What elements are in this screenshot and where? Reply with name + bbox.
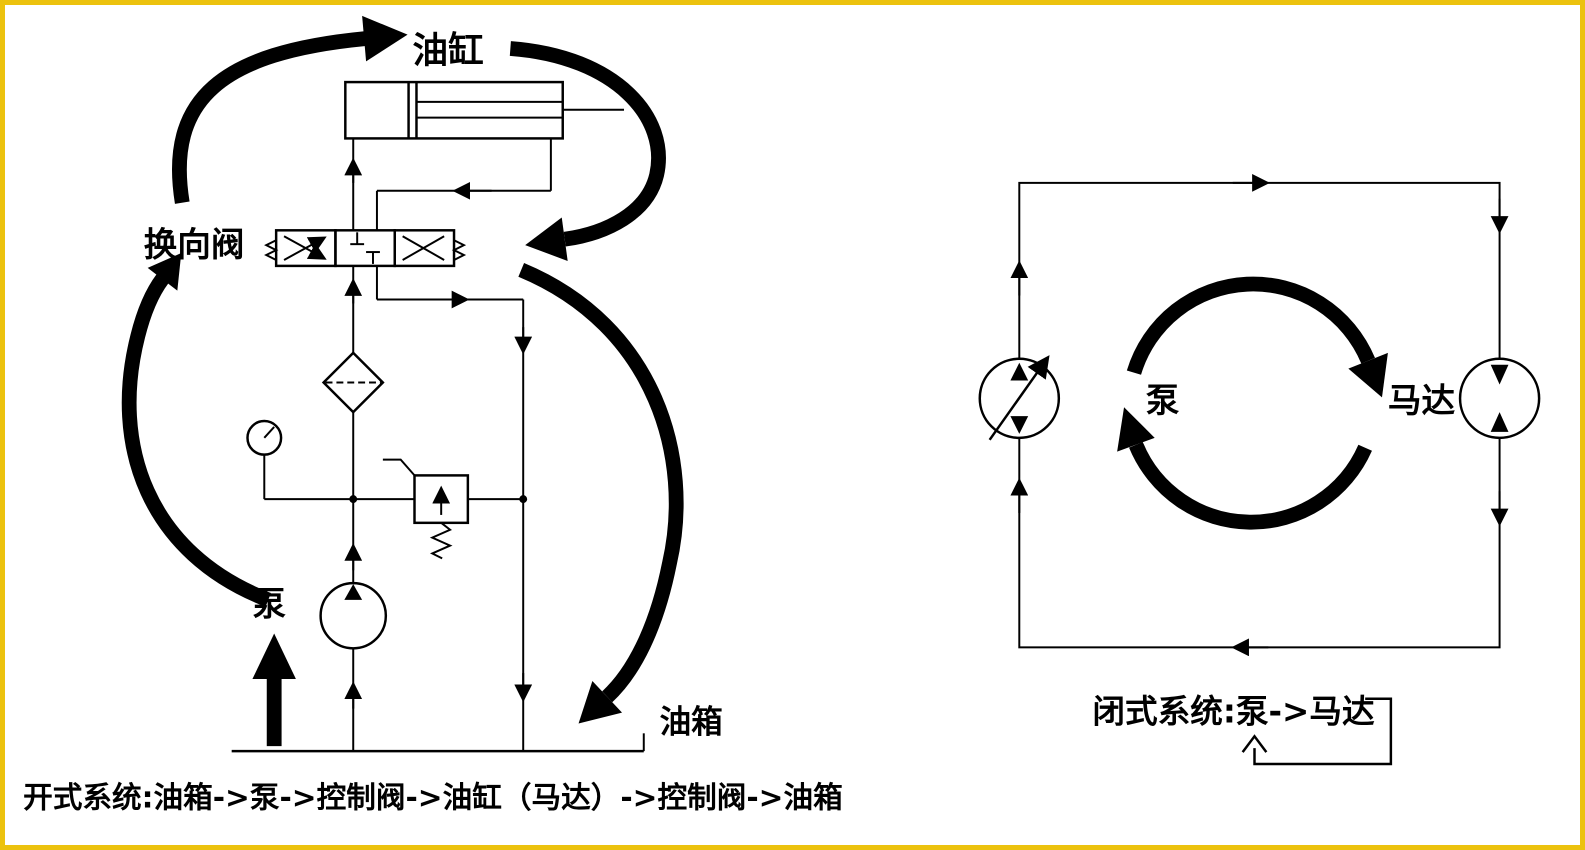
pipe-valve-to-filter xyxy=(344,265,533,752)
loop-arrow-up-icon xyxy=(1241,734,1268,753)
spring-icon xyxy=(429,522,453,560)
caption-loop-line xyxy=(1241,697,1393,766)
closed-pump-label: 泵 xyxy=(1146,381,1180,420)
closed-system-diagram: 泵 马达 闭式系统:泵->马达 xyxy=(978,173,1541,766)
pump-label: 泵 xyxy=(252,585,286,624)
pipe-filter-to-pump xyxy=(344,412,363,584)
directional-valve-symbol xyxy=(264,229,467,268)
pump-symbol xyxy=(319,581,388,752)
flow-arc-pump-to-valve xyxy=(121,253,271,607)
tank-line xyxy=(231,733,645,753)
pilot-line xyxy=(382,458,416,477)
cylinder-symbol xyxy=(344,80,625,140)
cylinder-label: 油缸 xyxy=(413,30,484,71)
pipe-cylinder-to-valve xyxy=(344,138,552,231)
open-system-caption: 开式系统:油箱->泵->控制阀->油缸（马达）->控制阀->油箱 xyxy=(23,779,843,814)
pressure-gauge-symbol xyxy=(246,419,415,501)
flow-arc-motor-to-pump xyxy=(1117,407,1372,530)
spring-icon xyxy=(451,239,467,261)
flow-arc-valve-to-cylinder xyxy=(171,15,408,204)
spring-icon xyxy=(264,239,279,261)
filter-symbol xyxy=(321,351,385,414)
closed-pump-symbol xyxy=(978,355,1061,441)
flow-arc-valve-to-tank xyxy=(518,263,684,724)
flow-arc-cylinder-return xyxy=(509,41,666,261)
directional-valve-label: 换向阀 xyxy=(144,225,245,264)
variable-arrow-icon xyxy=(988,355,1050,441)
hydraulic-systems-diagram: 油缸 换向阀 泵 油箱 开式系统:油箱->泵->控制阀->油缸（马达）->控制阀… xyxy=(23,15,1541,814)
closed-system-caption: 闭式系统:泵->马达 xyxy=(1092,692,1375,730)
relief-valve-symbol xyxy=(382,458,528,560)
open-system-diagram: 油缸 换向阀 泵 油箱 开式系统:油箱->泵->控制阀->油缸（马达）->控制阀… xyxy=(23,15,843,814)
flow-arc-pump-to-motor xyxy=(1126,276,1388,398)
flow-arrow-tank-to-pump xyxy=(252,633,296,747)
closed-motor-label: 马达 xyxy=(1388,381,1456,420)
tank-label: 油箱 xyxy=(660,704,723,740)
junction-dot xyxy=(519,495,528,504)
closed-motor-symbol xyxy=(1458,357,1541,440)
